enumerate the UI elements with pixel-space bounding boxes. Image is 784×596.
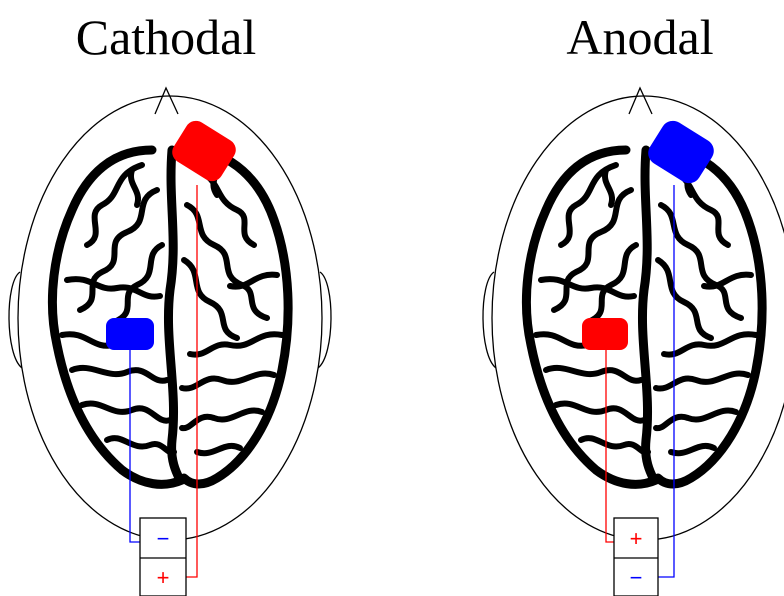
- battery: + −: [614, 518, 658, 596]
- battery-bottom-sign: +: [157, 565, 170, 590]
- temporal-electrode: [582, 318, 628, 350]
- temporal-electrode: [106, 318, 154, 350]
- frontal-electrode: [168, 117, 240, 186]
- panel-title: Anodal: [566, 9, 713, 65]
- brain-icon: [52, 150, 288, 484]
- battery-bottom-sign: −: [630, 565, 643, 590]
- battery: − +: [140, 518, 186, 596]
- panel-title: Cathodal: [76, 9, 257, 65]
- panel-anodal: Anodal + −: [483, 9, 784, 596]
- panel-cathodal: Cathodal − +: [9, 9, 331, 596]
- frontal-electrode: [644, 116, 719, 187]
- battery-top-sign: −: [157, 526, 170, 551]
- brain-icon: [526, 150, 762, 484]
- battery-top-sign: +: [630, 526, 643, 551]
